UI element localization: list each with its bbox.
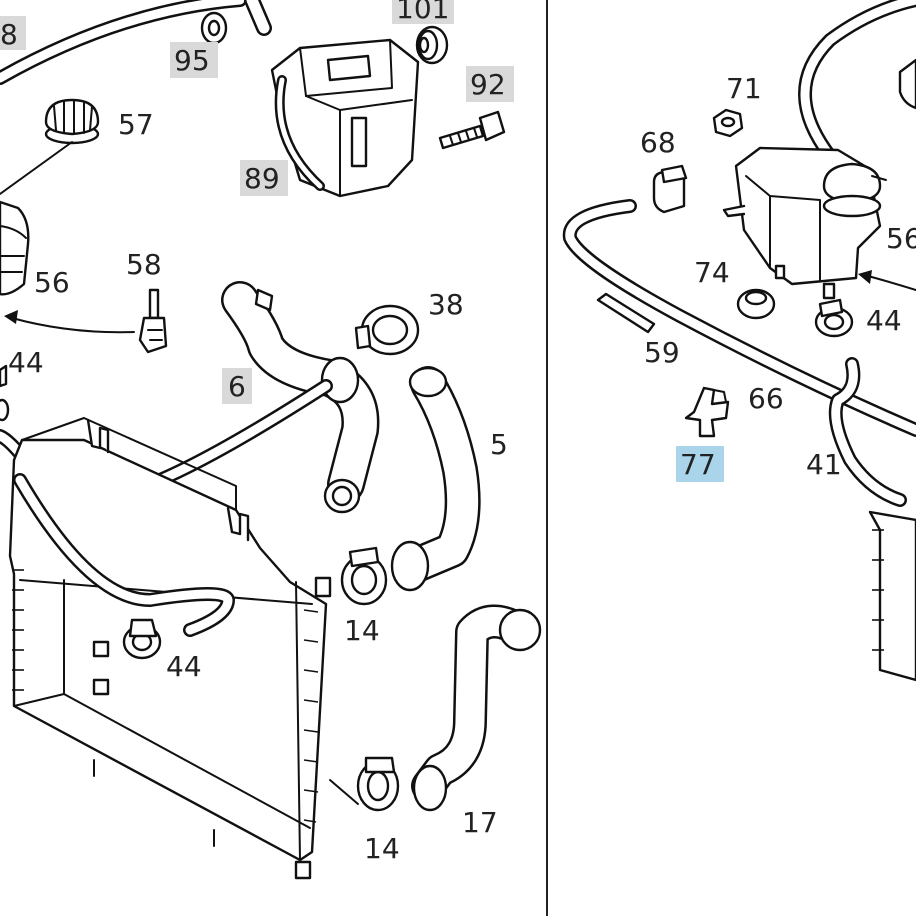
- arrow-to-56-right: [858, 270, 916, 291]
- svg-text:56: 56: [886, 222, 916, 255]
- part-number-57[interactable]: 57: [118, 108, 154, 141]
- svg-text:6: 6: [228, 370, 246, 403]
- part-number-74[interactable]: 74: [694, 256, 730, 289]
- part-number-58[interactable]: 58: [126, 248, 162, 281]
- pin-59-icon: [596, 292, 656, 334]
- part-number-77[interactable]: 77: [676, 446, 724, 482]
- hose-lower-left: [13, 473, 235, 637]
- clip-44-right-icon: [814, 298, 854, 338]
- part-number-6[interactable]: 6: [222, 368, 252, 404]
- clamp-14-lower-icon: [329, 756, 400, 812]
- part-number-68[interactable]: 68: [640, 126, 676, 159]
- part-number-66[interactable]: 66: [748, 382, 784, 415]
- svg-text:17: 17: [462, 806, 498, 839]
- svg-text:14: 14: [364, 832, 400, 865]
- svg-text:77: 77: [680, 448, 716, 481]
- part-number-8[interactable]: 8: [0, 16, 26, 51]
- hose-41-stub: [828, 357, 907, 507]
- part-number-44-left-top[interactable]: 44: [8, 346, 44, 379]
- part-number-95[interactable]: 95: [170, 42, 218, 78]
- grommet-74-icon: [736, 288, 776, 320]
- clamp-38-icon: [354, 304, 420, 356]
- bracket-66-icon: [684, 386, 730, 438]
- hose-6-icon: [221, 281, 380, 514]
- hose-59-41-icon: [562, 199, 916, 437]
- filler-cap-57-icon: [0, 98, 100, 195]
- hose-stub-top: [244, 0, 272, 36]
- radiator-fins-icon: [12, 569, 319, 823]
- bushing-101-icon: [415, 25, 449, 65]
- part-number-14-lower[interactable]: 14: [364, 832, 400, 865]
- svg-text:92: 92: [470, 68, 506, 101]
- clip-68-icon: [652, 164, 688, 214]
- svg-text:14: 14: [344, 614, 380, 647]
- grommet-95-icon: [200, 11, 228, 45]
- clip-44-left-bottom-icon: [122, 618, 162, 660]
- part-number-14-upper[interactable]: 14: [344, 614, 380, 647]
- part-number-56-left[interactable]: 56: [34, 266, 70, 299]
- hose-top-left: [0, 0, 247, 85]
- svg-text:57: 57: [118, 108, 154, 141]
- part-number-101[interactable]: 101: [392, 0, 454, 25]
- part-number-89[interactable]: 89: [240, 160, 288, 196]
- clip-44-left-top-icon: [0, 364, 10, 422]
- part-number-38[interactable]: 38: [428, 288, 464, 321]
- part-number-17[interactable]: 17: [462, 806, 498, 839]
- part-number-92[interactable]: 92: [466, 66, 514, 102]
- svg-text:38: 38: [428, 288, 464, 321]
- svg-text:44: 44: [8, 346, 44, 379]
- part-number-5[interactable]: 5: [490, 428, 508, 461]
- svg-text:41: 41: [806, 448, 842, 481]
- nut-71-icon: [712, 108, 744, 138]
- hose-top-right: [798, 0, 916, 163]
- part-number-59[interactable]: 59: [644, 336, 680, 369]
- part-number-44-right[interactable]: 44: [866, 304, 902, 337]
- svg-text:74: 74: [694, 256, 730, 289]
- sensor-58-icon: [138, 288, 168, 354]
- bolt-92-icon: [438, 110, 506, 150]
- svg-text:95: 95: [174, 44, 210, 77]
- expansion-tank-56-left-icon: [0, 200, 30, 296]
- svg-text:8: 8: [0, 18, 18, 51]
- svg-text:44: 44: [866, 304, 902, 337]
- svg-text:71: 71: [726, 72, 762, 105]
- svg-text:59: 59: [644, 336, 680, 369]
- svg-text:56: 56: [34, 266, 70, 299]
- svg-text:58: 58: [126, 248, 162, 281]
- radiator-right-partial-icon: [868, 510, 916, 682]
- hose-17-icon: [411, 604, 542, 812]
- expansion-tank-56-right-icon: [722, 146, 887, 300]
- part-number-44-left-bottom[interactable]: 44: [166, 650, 202, 683]
- svg-text:44: 44: [166, 650, 202, 683]
- part-number-56-right[interactable]: 56: [886, 222, 916, 255]
- part-number-71[interactable]: 71: [726, 72, 762, 105]
- hose-5-icon: [390, 366, 481, 592]
- arrow-58-to-56: [4, 310, 135, 334]
- tank-top-right-partial-icon: [898, 58, 916, 110]
- svg-text:101: 101: [396, 0, 449, 25]
- svg-text:5: 5: [490, 428, 508, 461]
- svg-text:68: 68: [640, 126, 676, 159]
- svg-text:66: 66: [748, 382, 784, 415]
- svg-text:89: 89: [244, 162, 280, 195]
- clamp-14-upper-icon: [340, 546, 388, 606]
- part-number-41[interactable]: 41: [806, 448, 842, 481]
- radiator-icon: [8, 417, 332, 880]
- washer-reservoir-89-icon: [270, 38, 420, 198]
